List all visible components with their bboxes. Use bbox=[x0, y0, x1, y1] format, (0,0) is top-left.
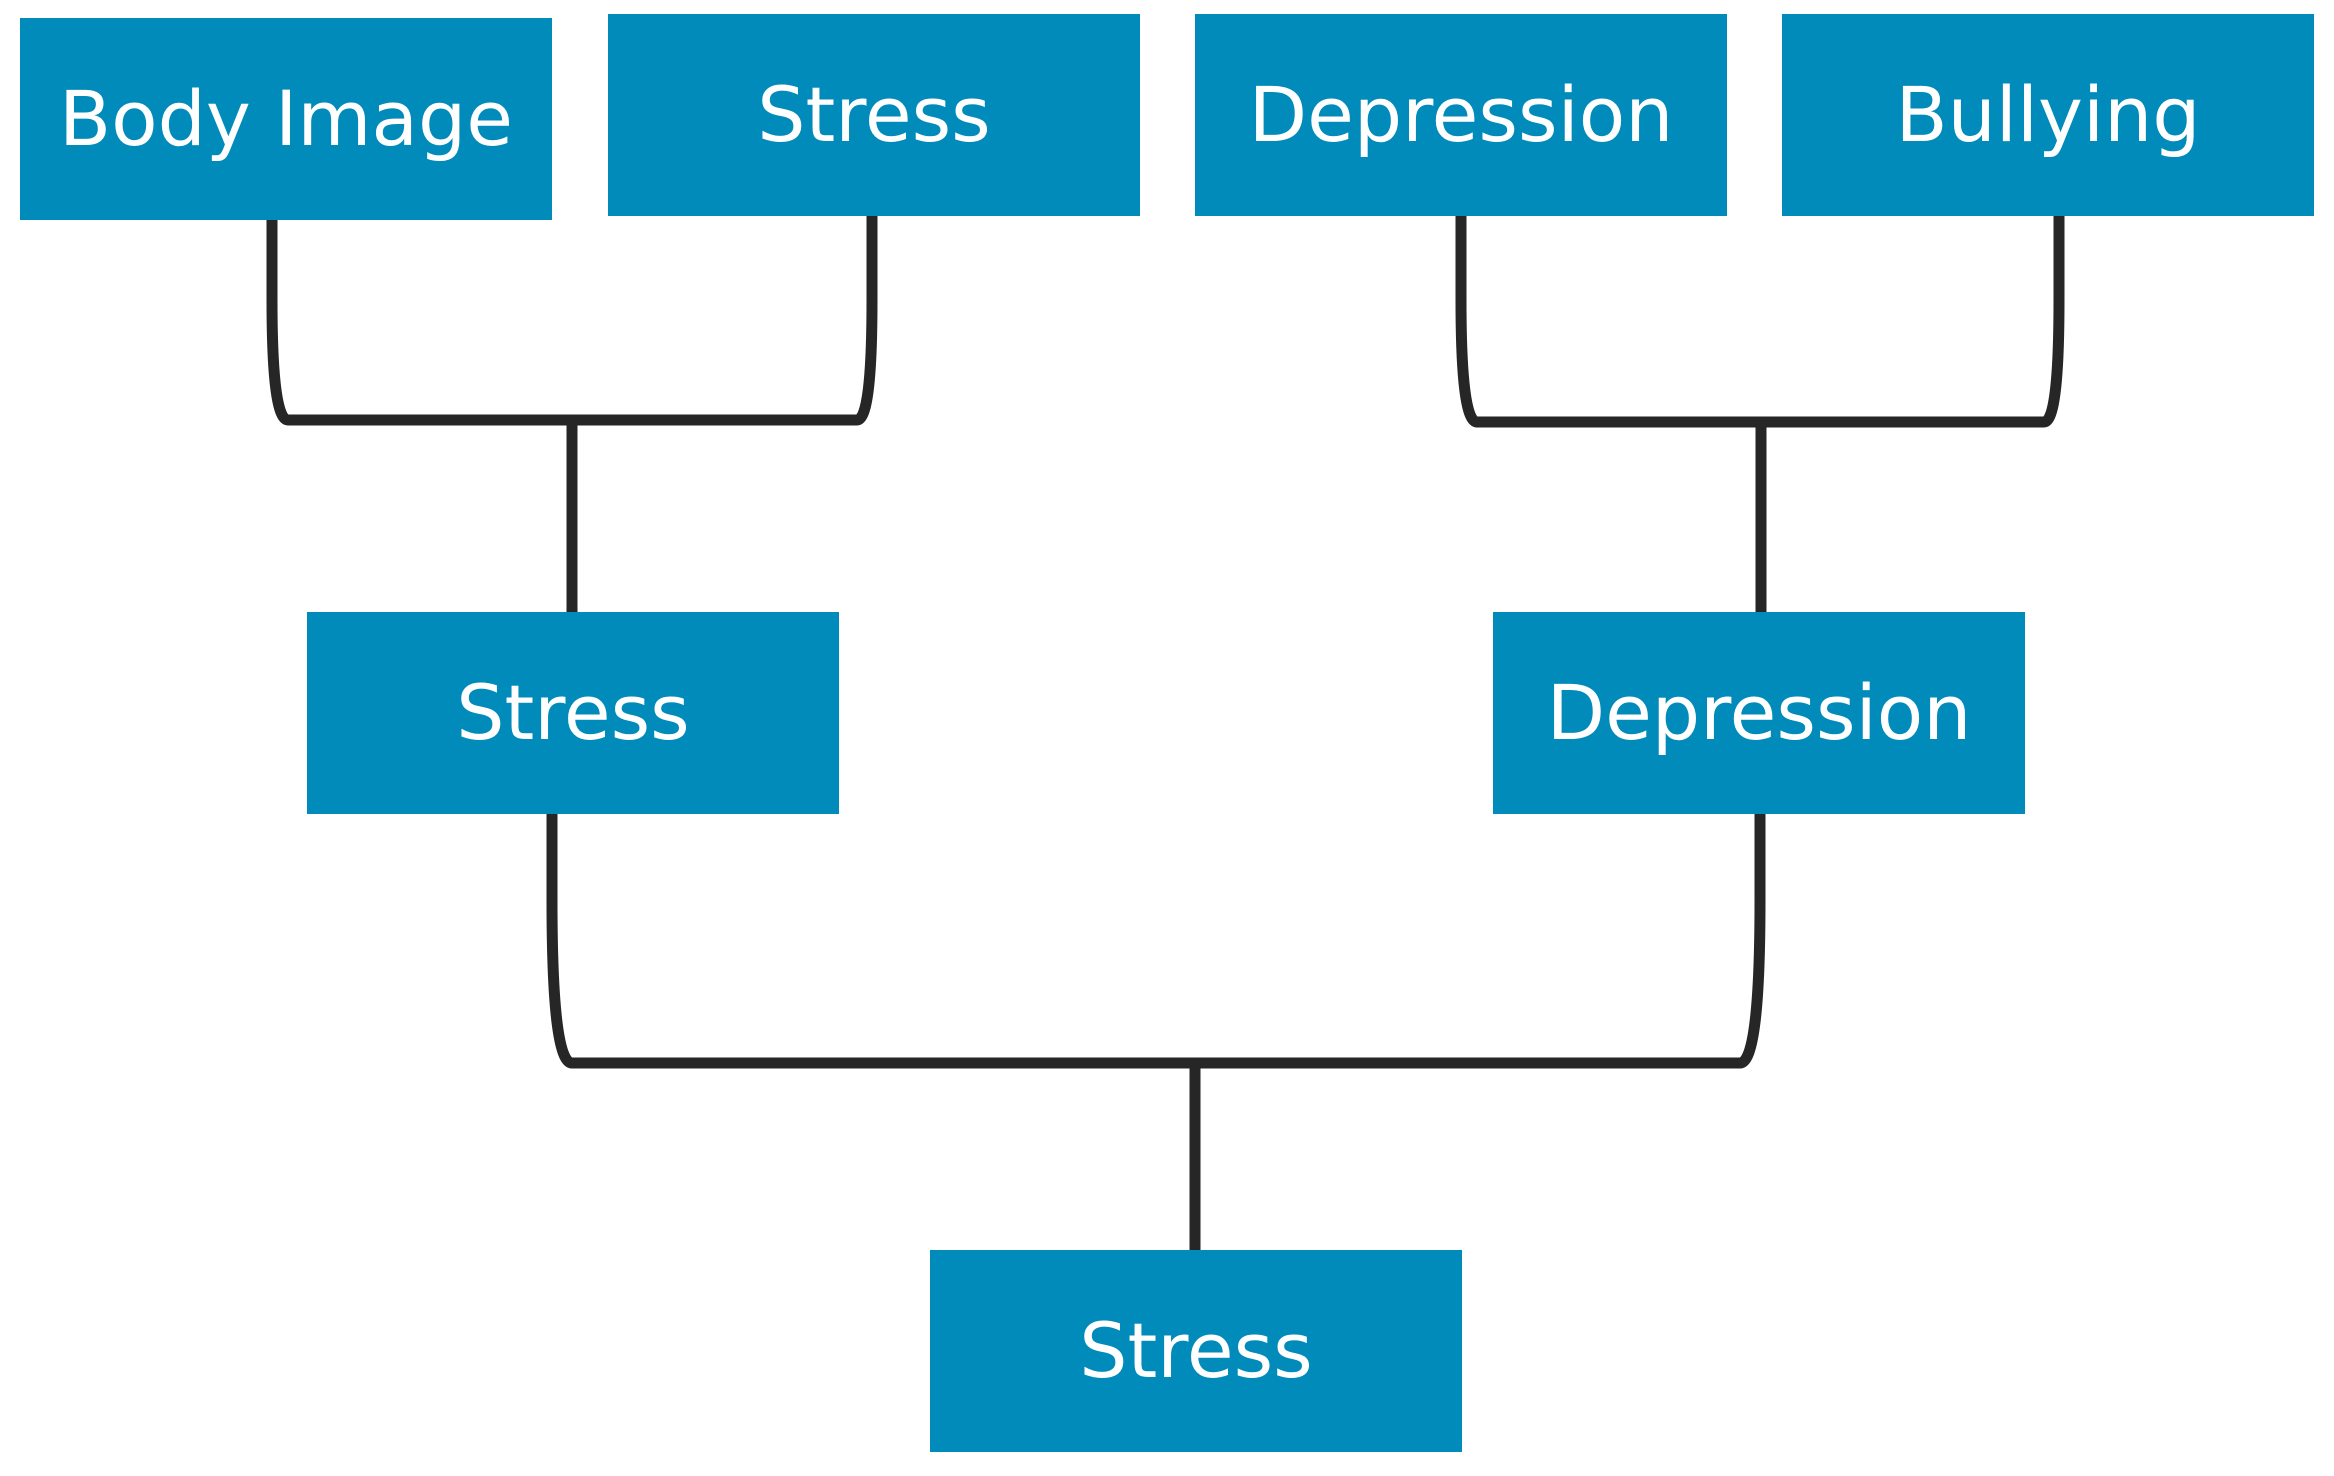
node-label: Depression bbox=[1546, 668, 1972, 757]
connector-top-right-bracket bbox=[1455, 209, 2065, 428]
node-label: Stress bbox=[456, 668, 690, 757]
node-depression-middle: Depression bbox=[1493, 612, 2025, 814]
node-stress-bottom: Stress bbox=[930, 1250, 1462, 1452]
connector-middle-bracket bbox=[546, 807, 1766, 1069]
connector-top-left-bracket bbox=[266, 209, 878, 426]
node-stress-top: Stress bbox=[608, 14, 1140, 216]
node-bullying: Bullying bbox=[1782, 14, 2314, 216]
node-body-image: Body Image bbox=[20, 18, 552, 220]
node-stress-middle: Stress bbox=[307, 612, 839, 814]
node-label: Depression bbox=[1248, 70, 1674, 159]
node-label: Body Image bbox=[58, 74, 514, 163]
node-label: Stress bbox=[1079, 1306, 1313, 1395]
node-depression-top: Depression bbox=[1195, 14, 1727, 216]
node-label: Bullying bbox=[1895, 70, 2201, 159]
node-label: Stress bbox=[757, 70, 991, 159]
